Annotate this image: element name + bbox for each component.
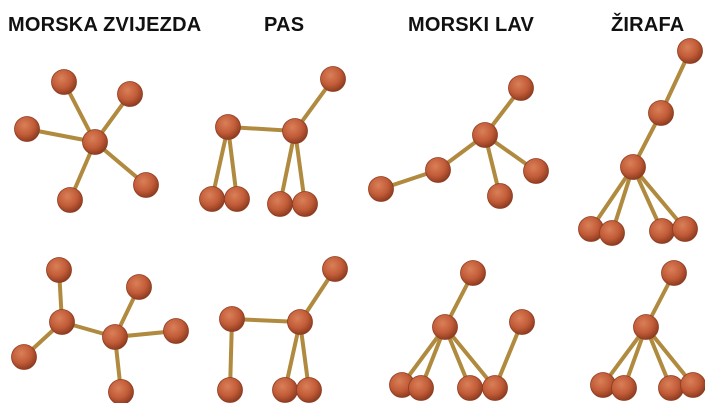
- dog-top-ball: [224, 186, 250, 212]
- starfish-top-ball: [51, 69, 77, 95]
- title-giraffe: ŽIRAFA: [611, 14, 685, 36]
- starfish-bottom-ball: [108, 379, 134, 403]
- sealion-bottom-stick: [443, 325, 497, 390]
- giraffe-top-ball: [672, 216, 698, 242]
- sealion-top-ball: [508, 75, 534, 101]
- starfish-bottom-ball: [49, 309, 75, 335]
- starfish-top-ball: [14, 116, 40, 142]
- sealion-top-ball: [368, 176, 394, 202]
- giraffe-top-ball: [620, 154, 646, 180]
- giraffe-bottom-ball: [633, 314, 659, 340]
- dog-top-ball: [292, 191, 318, 217]
- dog-top-ball: [282, 118, 308, 144]
- sealion-bottom-ball: [408, 375, 434, 401]
- starfish-top-ball: [82, 129, 108, 155]
- giraffe-bottom-ball: [611, 375, 637, 401]
- dog-bottom-ball: [322, 256, 348, 282]
- title-dog: PAS: [264, 14, 305, 36]
- sealion-top-ball: [487, 183, 513, 209]
- sealion-bottom-ball: [460, 260, 486, 286]
- starfish-top-ball: [133, 172, 159, 198]
- sealion-top-ball: [472, 122, 498, 148]
- starfish-bottom-ball: [46, 257, 72, 283]
- sealion-bottom-ball: [509, 309, 535, 335]
- starfish-bottom-ball: [102, 324, 128, 350]
- dog-bottom-ball: [219, 306, 245, 332]
- title-starfish: MORSKA ZVIJEZDA: [8, 14, 202, 36]
- starfish-top-ball: [117, 81, 143, 107]
- starfish-bottom-ball: [126, 274, 152, 300]
- title-sealion: MORSKI LAV: [408, 14, 535, 36]
- dog-bottom-ball: [287, 309, 313, 335]
- sealion-bottom-ball: [482, 375, 508, 401]
- starfish-bottom-ball: [11, 344, 37, 370]
- dog-bottom-ball: [272, 377, 298, 403]
- dog-top-ball: [320, 66, 346, 92]
- dog-bottom-ball: [296, 377, 322, 403]
- dog-top-ball: [267, 191, 293, 217]
- giraffe-top-ball: [599, 220, 625, 246]
- giraffe-top-ball: [677, 38, 703, 64]
- dog-bottom-ball: [217, 377, 243, 403]
- sealion-top-ball: [523, 158, 549, 184]
- starfish-top-ball: [57, 187, 83, 213]
- sealion-bottom-ball: [432, 314, 458, 340]
- dog-top-ball: [199, 186, 225, 212]
- sealion-top-ball: [425, 157, 451, 183]
- dog-top-ball: [215, 114, 241, 140]
- sealion-bottom-ball: [457, 375, 483, 401]
- giraffe-top-ball: [648, 100, 674, 126]
- giraffe-bottom-ball: [680, 372, 705, 398]
- starfish-bottom-ball: [163, 318, 189, 344]
- giraffe-top-stick: [631, 165, 687, 231]
- giraffe-top-ball: [649, 218, 675, 244]
- giraffe-bottom-ball: [658, 375, 684, 401]
- giraffe-bottom-ball: [661, 260, 687, 286]
